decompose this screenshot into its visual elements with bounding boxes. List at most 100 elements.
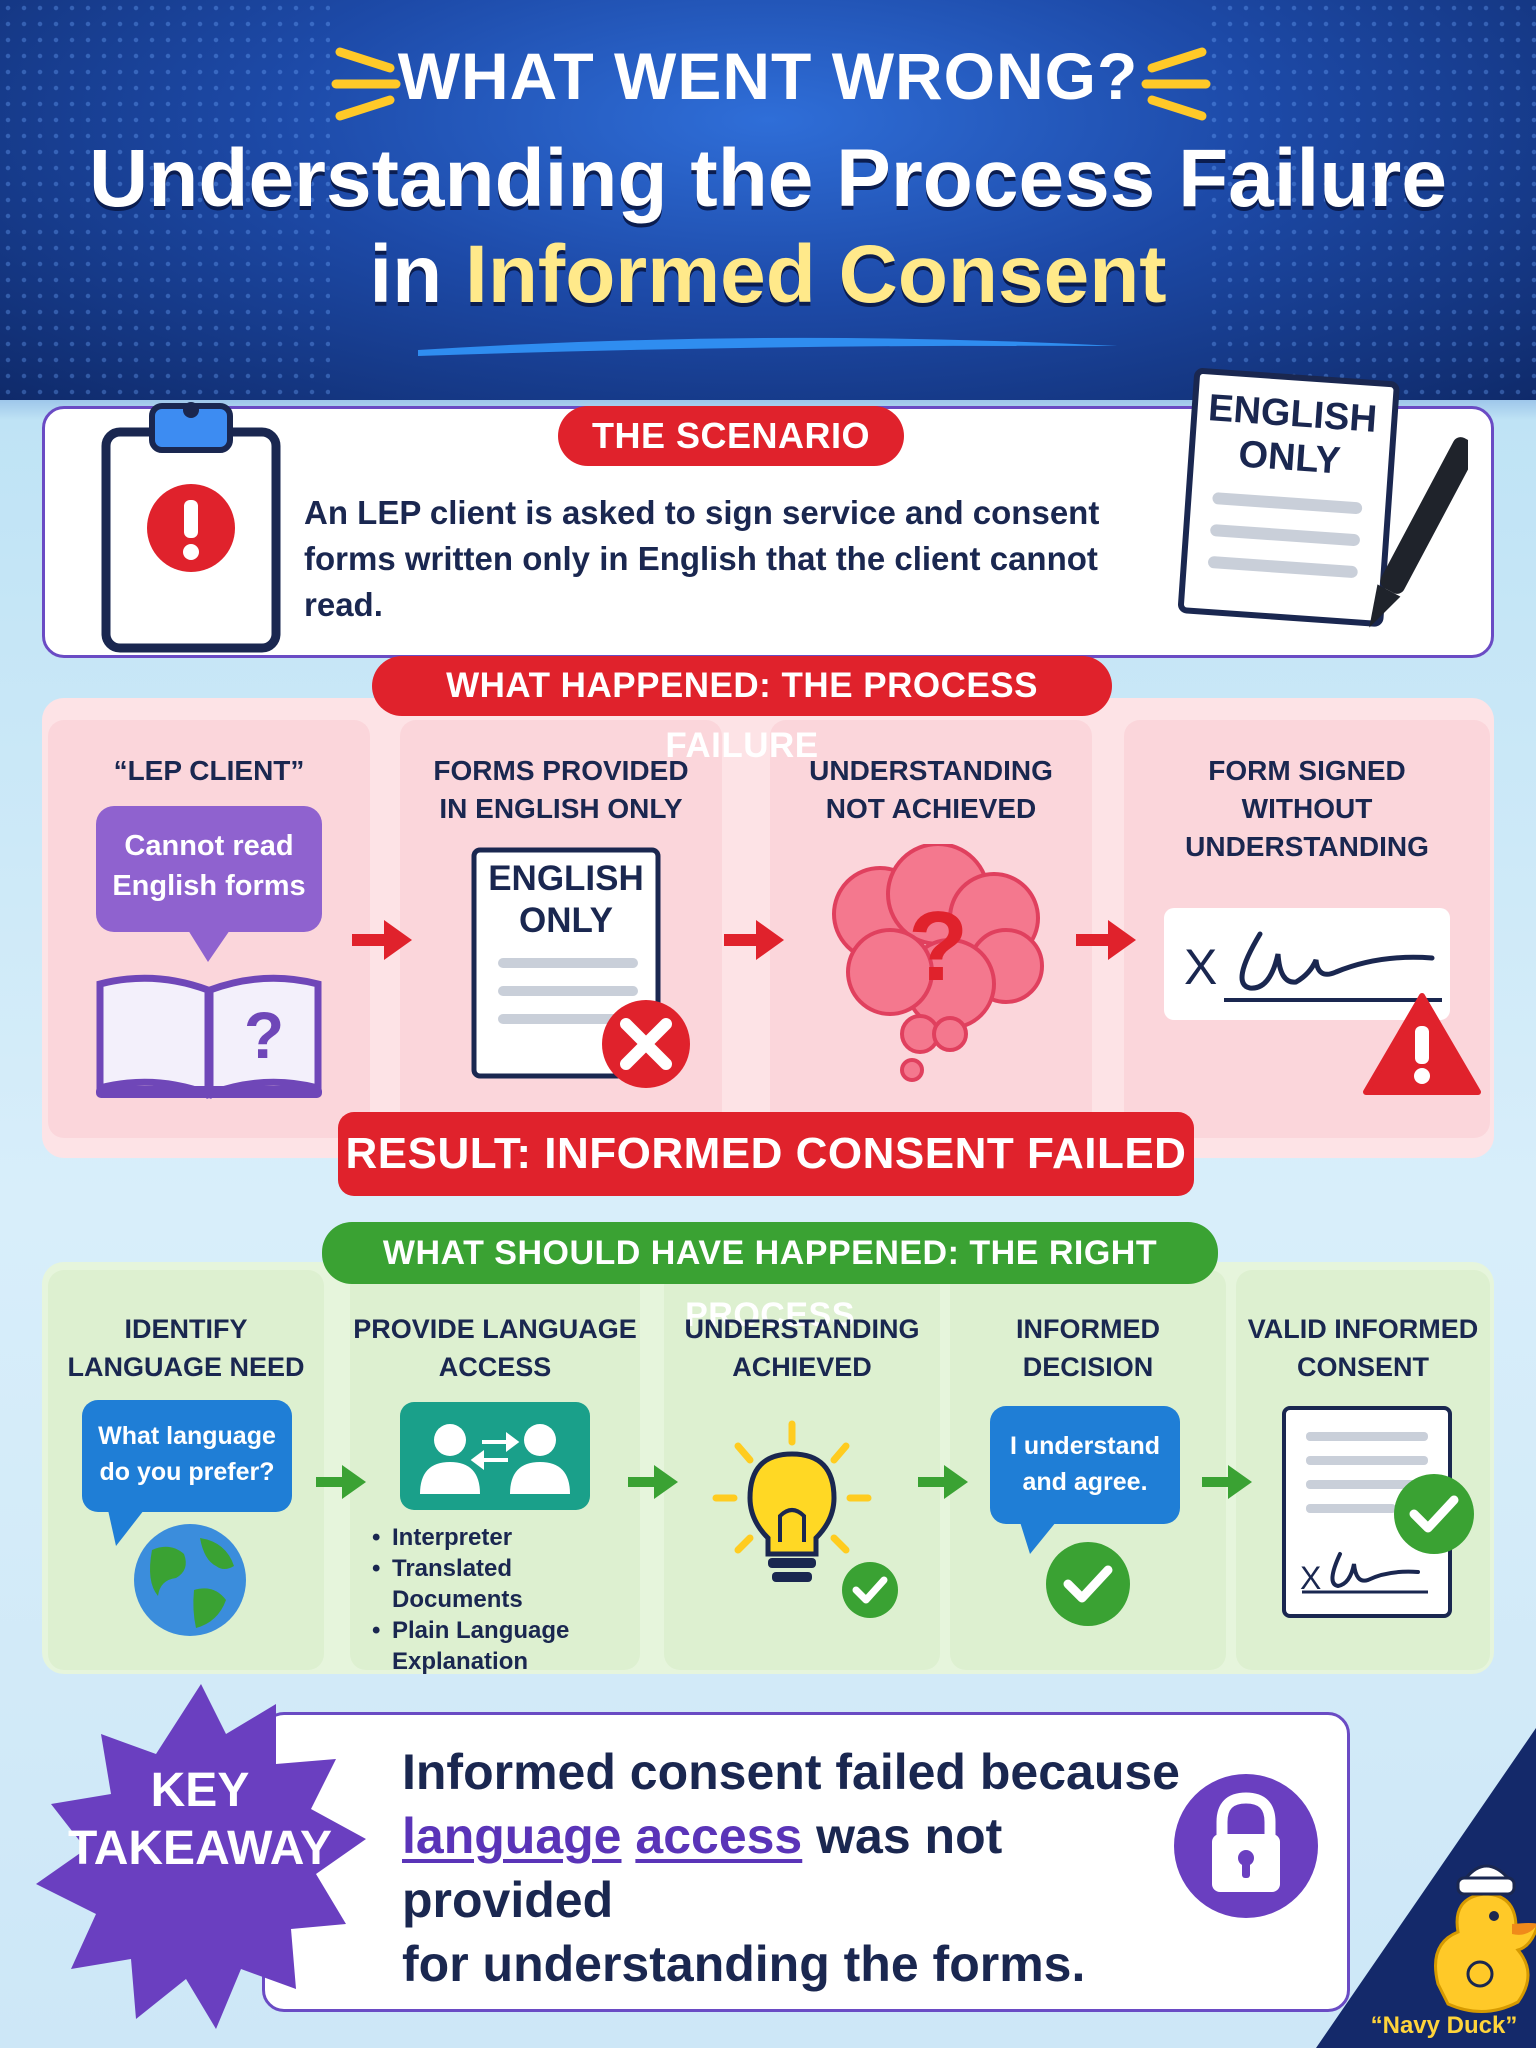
arrow-right-icon bbox=[724, 920, 784, 960]
badge-line1: KEY bbox=[150, 1764, 250, 1817]
brand-name: “Navy Duck” bbox=[1370, 2012, 1518, 2039]
failure-step-2-title: FORMS PROVIDED IN ENGLISH ONLY bbox=[400, 752, 722, 828]
takeaway-text: Informed consent failed because language… bbox=[402, 1740, 1182, 1996]
right-step-2-title: PROVIDE LANGUAGE ACCESS bbox=[350, 1310, 640, 1386]
failure-step-3-title-line2: NOT ACHIEVED bbox=[825, 793, 1037, 824]
english-only-document-icon bbox=[1177, 368, 1468, 628]
arrow-right-icon bbox=[352, 920, 412, 960]
svg-text:?: ? bbox=[908, 891, 968, 1001]
right-step-4-title-line2: DECISION bbox=[1022, 1352, 1154, 1382]
right-step-3-title-line1: UNDERSTANDING bbox=[684, 1314, 920, 1344]
header-dots-left bbox=[0, 0, 330, 400]
confused-thought-cloud-icon: ? bbox=[832, 844, 1044, 1082]
takeaway-line3: for understanding the forms. bbox=[402, 1936, 1086, 1992]
scenario-text-line2: forms written only in English that the c… bbox=[304, 540, 1098, 623]
right-step-4-bubble: I understand and agree. bbox=[990, 1428, 1180, 1500]
failure-doc-label: ENGLISH ONLY bbox=[474, 858, 658, 942]
svg-text:?: ? bbox=[244, 998, 284, 1072]
failure-step-4-title: FORM SIGNED WITHOUT UNDERSTANDING bbox=[1124, 752, 1490, 866]
failure-signature-mark: X bbox=[1184, 939, 1218, 995]
failure-step-3-title: UNDERSTANDING NOT ACHIEVED bbox=[770, 752, 1092, 828]
title-underline-swoosh bbox=[418, 337, 1118, 356]
arrow-right-icon bbox=[918, 1465, 968, 1499]
right-step-1-title-line2: LANGUAGE NEED bbox=[67, 1352, 305, 1382]
lightbulb-icon bbox=[712, 1420, 898, 1618]
language-link[interactable]: language bbox=[402, 1808, 622, 1864]
failure-doc-label-line2: ONLY bbox=[518, 901, 613, 940]
interpreter-people-icon bbox=[400, 1402, 590, 1510]
failure-step-2-title-line2: IN ENGLISH ONLY bbox=[439, 793, 683, 824]
scenario-text-line1: An LEP client is asked to sign service a… bbox=[304, 494, 1100, 531]
list-item: Translated Documents bbox=[372, 1553, 642, 1615]
scenario-description: An LEP client is asked to sign service a… bbox=[304, 490, 1184, 628]
key-takeaway-burst-badge bbox=[36, 1684, 366, 2029]
failure-step-3-title-line1: UNDERSTANDING bbox=[809, 755, 1053, 786]
list-item: Plain Language Explanation bbox=[372, 1615, 642, 1677]
failure-step-1-title-line1: “LEP CLIENT” bbox=[113, 755, 305, 786]
badge-line2: TAKEAWAY bbox=[67, 1822, 333, 1875]
takeaway-line2-rest: was not provided bbox=[402, 1808, 1003, 1928]
header-kicker: WHAT WENT WRONG? bbox=[397, 39, 1139, 113]
key-takeaway-badge-label: KEY TAKEAWAY bbox=[60, 1762, 340, 1878]
failure-label: WHAT HAPPENED: THE PROCESS FAILURE bbox=[372, 656, 1112, 765]
title-prefix: in bbox=[369, 229, 466, 320]
takeaway-line2: language access was not provided bbox=[402, 1804, 1182, 1932]
arrow-right-icon bbox=[1076, 920, 1136, 960]
right-step-1-bubble: What language do you prefer? bbox=[82, 1418, 292, 1490]
right-step-2-title-line2: ACCESS bbox=[438, 1352, 552, 1382]
check-circle-icon bbox=[1046, 1542, 1130, 1626]
result-banner: RESULT: INFORMED CONSENT FAILED bbox=[338, 1112, 1194, 1196]
access-link[interactable]: access bbox=[635, 1808, 803, 1864]
right-bubble-line1: I understand bbox=[1009, 1432, 1160, 1460]
lock-icon bbox=[1174, 1774, 1318, 1918]
signed-consent-document-icon bbox=[1282, 1406, 1474, 1618]
globe-icon bbox=[134, 1524, 246, 1636]
right-step-5-title-line2: CONSENT bbox=[1296, 1352, 1429, 1382]
language-access-list: Interpreter Translated Documents Plain L… bbox=[372, 1522, 642, 1677]
open-book-question-icon: ? bbox=[96, 974, 322, 1100]
right-step-3-title: UNDERSTANDING ACHIEVED bbox=[664, 1310, 940, 1386]
takeaway-line1: Informed consent failed because bbox=[402, 1744, 1180, 1800]
clipboard-alert-icon bbox=[101, 402, 281, 653]
speech-bubble-purple-icon bbox=[96, 806, 322, 962]
right-signature-mark: X bbox=[1300, 1560, 1322, 1596]
page-title-line1: Understanding the Process Failure bbox=[89, 133, 1447, 224]
speech-bubble-blue-icon bbox=[82, 1400, 292, 1546]
right-step-4-title: INFORMED DECISION bbox=[950, 1310, 1226, 1386]
right-step-2-title-line1: PROVIDE LANGUAGE bbox=[353, 1314, 637, 1344]
header-banner bbox=[0, 0, 1536, 400]
title-highlight: Informed Consent bbox=[465, 229, 1167, 320]
right-bubble-line2: and agree. bbox=[1022, 1468, 1148, 1496]
arrow-right-icon bbox=[1202, 1465, 1252, 1499]
failure-step-1-title: “LEP CLIENT” bbox=[48, 752, 370, 790]
right-step-1-title-line1: IDENTIFY bbox=[124, 1314, 248, 1344]
arrow-right-icon bbox=[316, 1465, 366, 1499]
right-bubble-line1: What language bbox=[98, 1422, 276, 1450]
header-dots-right bbox=[1206, 0, 1536, 400]
brand-corner bbox=[1316, 1728, 1536, 2048]
english-only-form-icon bbox=[471, 847, 690, 1088]
page-title-line2: in Informed Consent bbox=[0, 228, 1536, 322]
right-step-1-title: IDENTIFY LANGUAGE NEED bbox=[48, 1310, 324, 1386]
failure-bubble-line2: English forms bbox=[112, 870, 306, 902]
right-step-3-title-line2: ACHIEVED bbox=[732, 1352, 872, 1382]
right-step-5-title-line1: VALID INFORMED bbox=[1247, 1314, 1479, 1344]
failure-bubble-line1: Cannot read bbox=[124, 830, 294, 862]
failure-step-2-title-line1: FORMS PROVIDED bbox=[433, 755, 689, 786]
right-bubble-line2: do you prefer? bbox=[99, 1458, 275, 1486]
spark-right-icon bbox=[1141, 47, 1211, 121]
failure-doc-label-line1: ENGLISH bbox=[488, 859, 644, 898]
warning-triangle-icon bbox=[1363, 993, 1481, 1095]
right-step-4-title-line1: INFORMED bbox=[1016, 1314, 1160, 1344]
scenario-label: THE SCENARIO bbox=[558, 406, 904, 466]
failure-step-4-title-line1: FORM SIGNED bbox=[1208, 755, 1406, 786]
list-item: Interpreter bbox=[372, 1522, 642, 1553]
signature-scribble-icon bbox=[1224, 931, 1442, 1002]
scenario-doc-label: ENGLISH ONLY bbox=[1193, 385, 1389, 486]
takeaway-card bbox=[262, 1712, 1350, 2012]
spark-left-icon bbox=[331, 47, 401, 121]
failure-step-1-bubble: Cannot read English forms bbox=[96, 826, 322, 906]
arrow-right-icon bbox=[628, 1465, 678, 1499]
speech-bubble-blue-icon bbox=[990, 1406, 1180, 1554]
right-process-label: WHAT SHOULD HAVE HAPPENED: THE RIGHT PRO… bbox=[322, 1222, 1218, 1334]
